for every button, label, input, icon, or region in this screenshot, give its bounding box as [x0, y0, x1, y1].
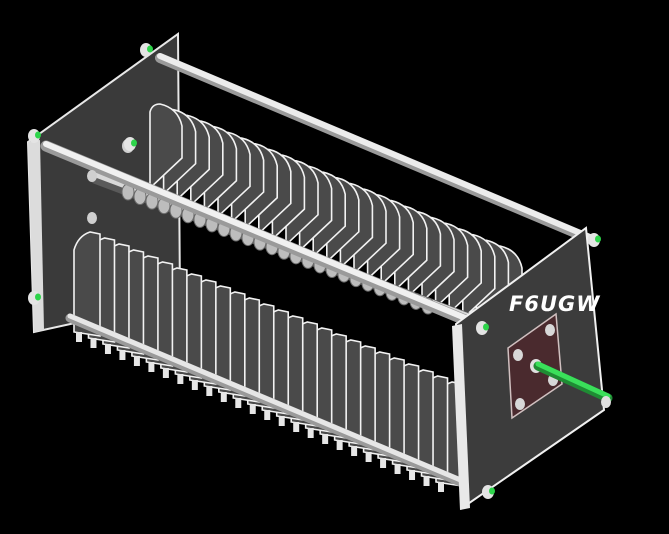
back-end-plate-side — [28, 140, 44, 332]
rotor-plate — [149, 103, 183, 190]
screw-head — [476, 321, 489, 335]
screw-head — [28, 291, 41, 305]
protruding-shaft — [533, 361, 613, 408]
stator-plates — [73, 231, 463, 492]
stator-plate — [73, 231, 101, 342]
bottom-rod — [65, 313, 475, 491]
callsign-label: F6UGW — [509, 292, 600, 316]
front-end-plate-side — [452, 324, 470, 510]
rear-top-rod — [155, 53, 597, 245]
front-top-rod — [40, 140, 476, 328]
rotor-plates — [149, 103, 523, 332]
screw-head — [588, 233, 601, 247]
screw-head — [124, 137, 137, 151]
screw-head — [28, 129, 41, 143]
screw-head — [482, 485, 495, 499]
screw-heads — [28, 43, 601, 499]
screw-head — [140, 43, 153, 57]
